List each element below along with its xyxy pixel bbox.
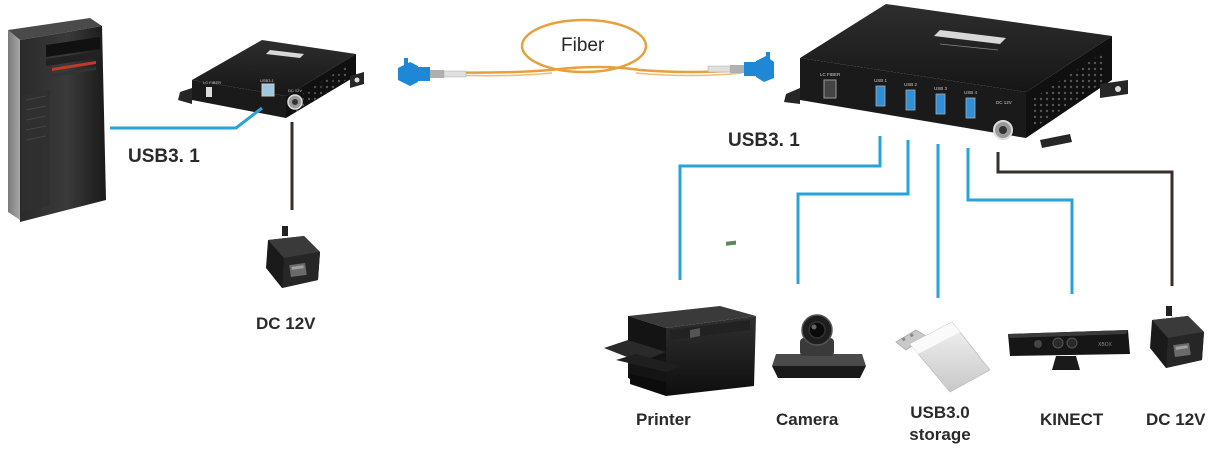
usb-label-right: USB3. 1 xyxy=(728,130,800,151)
rx-port-fiber-text: LC FIBER xyxy=(820,72,841,77)
usb-cable-printer xyxy=(678,136,882,280)
usb-label-left: USB3. 1 xyxy=(128,146,200,167)
extender-tx-icon: LC FIBER USB3.1 DC 12V xyxy=(178,40,364,118)
rx-usb3-text: USB 3 xyxy=(934,86,948,91)
rx-usb1-text: USB 1 xyxy=(874,78,888,83)
power-cable-rx xyxy=(996,152,1174,286)
dc-label-left: DC 12V xyxy=(256,314,316,333)
tx-port-usb-text: USB3.1 xyxy=(260,78,275,83)
tx-port-fiber-text: LC FIBER xyxy=(203,80,221,85)
power-adapter-icon xyxy=(266,226,320,288)
printer-icon xyxy=(604,240,756,396)
kinect-icon: XBOX xyxy=(1008,330,1130,370)
usb-storage-label: USB3.0 storage xyxy=(900,402,980,446)
usb-storage-label-line1: USB3.0 xyxy=(910,403,970,422)
tx-port-dc-text: DC 12V xyxy=(288,88,302,93)
pc-tower-icon xyxy=(8,18,106,222)
rx-usb2-text: USB 2 xyxy=(904,82,918,87)
camera-icon xyxy=(772,314,866,378)
printer-label: Printer xyxy=(636,410,691,429)
usb-cable-kinect xyxy=(966,148,1074,294)
rx-usb4-text: USB 4 xyxy=(964,90,978,95)
kinect-label: KINECT xyxy=(1040,410,1104,429)
usb-cable-camera xyxy=(796,140,910,284)
usb-cable-pc-tx xyxy=(110,106,263,130)
lc-connector-icon xyxy=(398,52,774,86)
svg-text:XBOX: XBOX xyxy=(1098,342,1113,348)
rx-dc-text: DC 12V xyxy=(996,100,1012,105)
usb-storage-label-line2: storage xyxy=(909,425,971,444)
power-adapter-icon xyxy=(1150,306,1204,368)
usb-stick-icon xyxy=(895,321,991,393)
dc-label-right: DC 12V xyxy=(1146,410,1206,429)
extender-rx-icon: LC FIBER USB 1 USB 2 USB 3 USB 4 DC 12V xyxy=(784,4,1128,148)
fiber-label: Fiber xyxy=(561,35,605,56)
camera-label: Camera xyxy=(776,410,839,429)
